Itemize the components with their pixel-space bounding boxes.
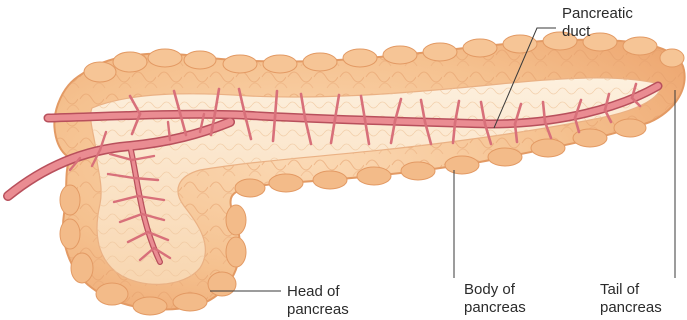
- label-tail-of-pancreas: Tail of pancreas: [600, 281, 662, 317]
- label-pancreatic-duct-line2: duct: [562, 23, 633, 41]
- label-body-line2: pancreas: [464, 299, 526, 317]
- label-tail-line2: pancreas: [600, 299, 662, 317]
- label-head-line1: Head of: [287, 283, 349, 301]
- label-head-of-pancreas: Head of pancreas: [287, 283, 349, 319]
- label-pancreatic-duct-line1: Pancreatic: [562, 5, 633, 23]
- label-pancreatic-duct: Pancreatic duct: [562, 5, 633, 41]
- label-body-of-pancreas: Body of pancreas: [464, 281, 526, 317]
- label-body-line1: Body of: [464, 281, 526, 299]
- pancreas-gland: [54, 32, 684, 315]
- label-tail-line1: Tail of: [600, 281, 662, 299]
- label-head-line2: pancreas: [287, 301, 349, 319]
